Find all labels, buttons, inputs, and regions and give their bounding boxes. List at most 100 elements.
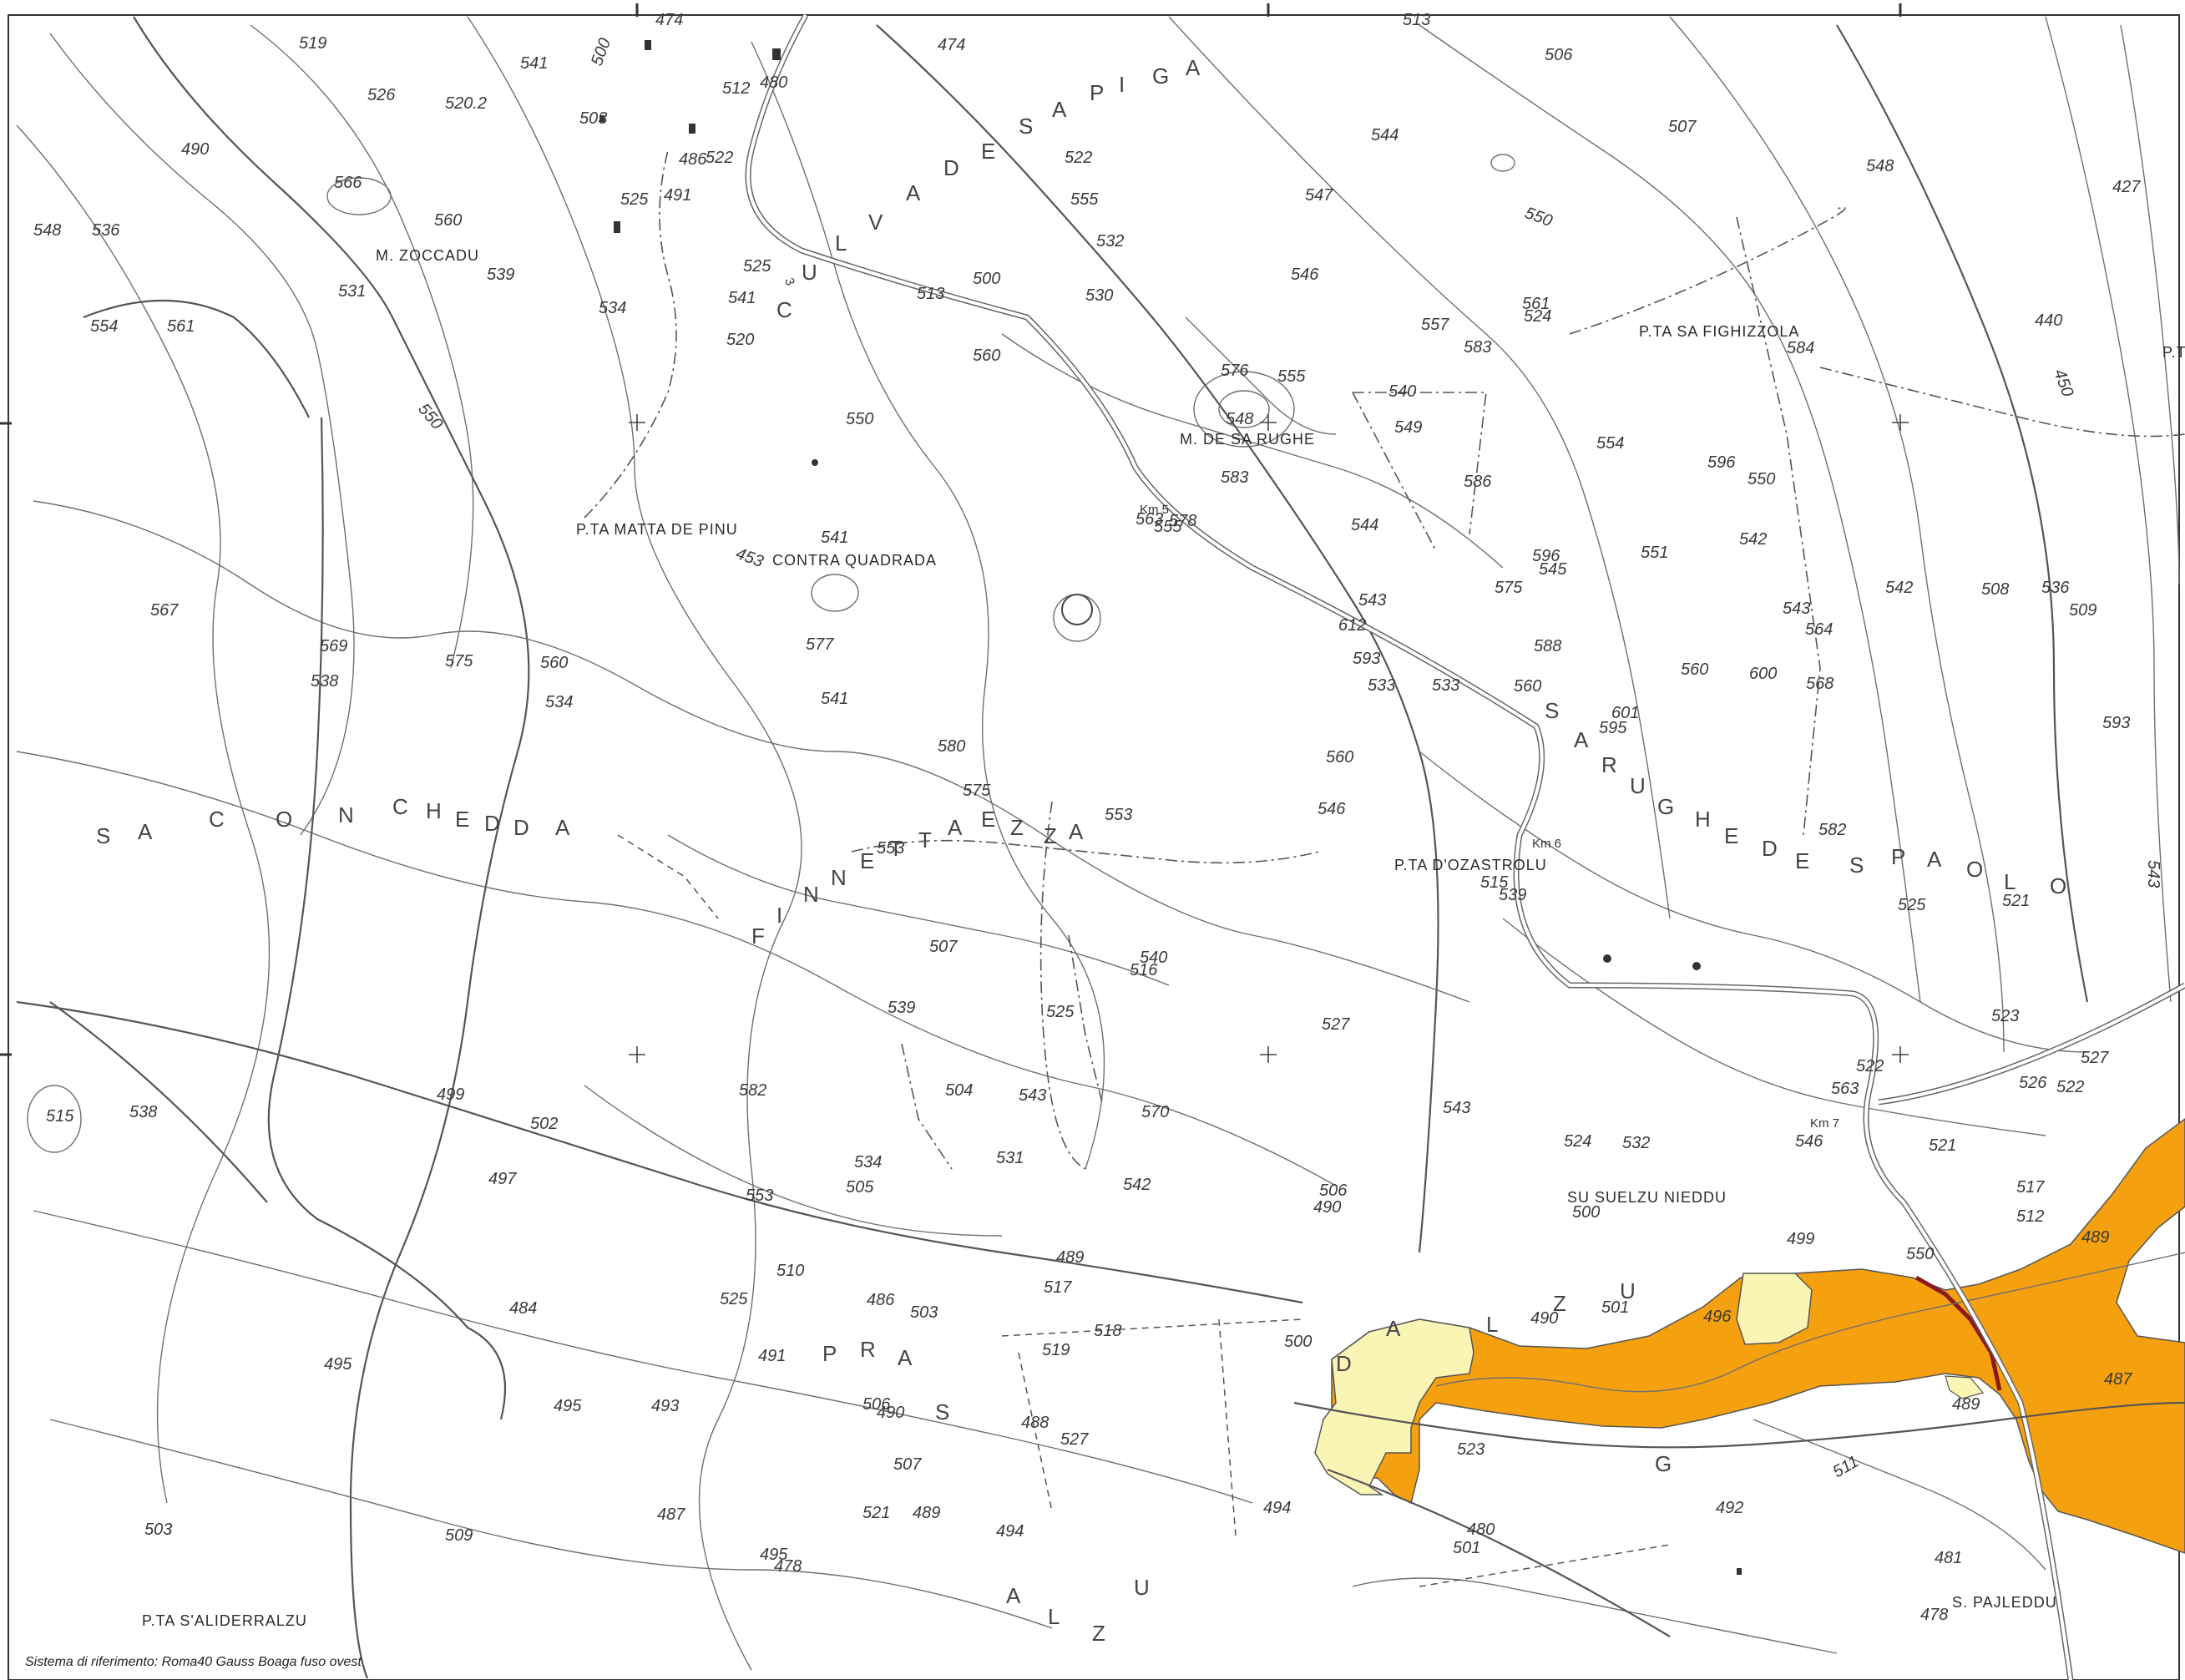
map-frame xyxy=(8,14,2180,1680)
region-name-letter: L xyxy=(1048,1604,1060,1629)
place-name: P.TA S'ALIDERRALZU xyxy=(142,1612,307,1629)
region-name-letter: H xyxy=(1695,807,1711,832)
elevation-label: 523 xyxy=(1991,1007,2019,1025)
elevation-label: 489 xyxy=(1056,1248,1084,1267)
elevation-label: 440 xyxy=(2035,311,2062,330)
region-name-letter: S xyxy=(935,1399,949,1424)
elevation-label: 522 xyxy=(2056,1078,2084,1096)
region-name-letter: A xyxy=(1052,97,1067,122)
region-name-letter: O xyxy=(1966,857,1983,882)
elevation-label: 494 xyxy=(1263,1499,1291,1517)
elevation-label: 521 xyxy=(2002,892,2030,910)
elevation-label: 507 xyxy=(893,1455,922,1474)
contour-lines xyxy=(16,16,2180,1679)
elevation-label: 542 xyxy=(1885,579,1913,597)
elevation-label: 501 xyxy=(1601,1298,1629,1317)
frame-ticks xyxy=(0,3,1902,1056)
buildings xyxy=(599,40,1742,1575)
region-name-letter: A xyxy=(898,1345,913,1370)
elevation-label: 519 xyxy=(299,34,326,53)
elevation-label: 539 xyxy=(888,999,915,1017)
elevation-label: 510 xyxy=(776,1262,804,1280)
elevation-label: 541 xyxy=(520,54,548,73)
elevation-label: 560 xyxy=(434,211,462,230)
elevation-label: 549 xyxy=(1394,418,1422,437)
elevation-label: 526 xyxy=(2019,1074,2047,1092)
elevation-label: 494 xyxy=(996,1522,1024,1541)
region-name-letter: R xyxy=(860,1337,876,1362)
elevation-label: 502 xyxy=(530,1115,558,1133)
region-name-letter: C xyxy=(209,807,225,832)
hazard-zone-low-east xyxy=(1736,1273,1813,1345)
region-name-letter: E xyxy=(455,807,469,832)
elevation-label: 546 xyxy=(1318,800,1346,818)
elevation-label: 543 xyxy=(1783,600,1810,618)
elevation-label: 497 xyxy=(488,1170,517,1188)
elevation-label: 527 xyxy=(1060,1430,1089,1449)
elevation-label: 566 xyxy=(334,174,362,192)
elevation-label: 495 xyxy=(760,1546,788,1564)
elevation-label: 490 xyxy=(1530,1309,1558,1328)
elevation-label: 600 xyxy=(1749,665,1777,683)
elevation-label: 543 xyxy=(1443,1099,1470,1117)
elevation-label: 487 xyxy=(2104,1370,2132,1389)
elevation-label: 506 xyxy=(862,1395,891,1414)
elevation-label: 593 xyxy=(1353,650,1380,668)
region-name-letter: P xyxy=(822,1341,837,1366)
elevation-label: 555 xyxy=(1070,190,1099,209)
elevation-label: 596 xyxy=(1532,547,1560,565)
elevation-label: 546 xyxy=(1291,266,1319,284)
region-name-letter: L xyxy=(1486,1312,1498,1337)
elevation-label: 527 xyxy=(1322,1015,1350,1034)
elevation-label: 503 xyxy=(579,109,607,128)
elevation-label: 531 xyxy=(338,282,366,301)
elevation-label: 504 xyxy=(945,1081,973,1100)
region-name-letter: A xyxy=(555,815,570,840)
region-name-letter: Z xyxy=(1044,823,1057,848)
elevation-label: 493 xyxy=(651,1397,679,1415)
elevation-label: 486 xyxy=(679,150,707,169)
elevation-label: 517 xyxy=(2016,1178,2045,1197)
elevation-label: 576 xyxy=(1221,362,1249,380)
elevation-label: 503 xyxy=(144,1521,172,1539)
elevation-label: 548 xyxy=(1226,410,1253,428)
elevation-label: 596 xyxy=(1707,453,1736,472)
elevation-label: 534 xyxy=(854,1153,882,1171)
elevation-label: 557 xyxy=(1421,316,1449,334)
elevation-label: 543 xyxy=(1358,591,1386,610)
region-name-letter: P xyxy=(1090,80,1104,105)
elevation-label: 522 xyxy=(1065,149,1092,167)
elevation-label: 543 xyxy=(1019,1086,1046,1105)
elevation-label: 523 xyxy=(1457,1440,1484,1459)
elevation-label: 583 xyxy=(1464,338,1491,357)
elevation-label: 511 xyxy=(1830,1452,1863,1481)
elevation-label: 539 xyxy=(487,266,514,284)
hazard-zones xyxy=(1314,1118,2185,1554)
grid-crosses xyxy=(629,414,1909,1063)
region-name-letter: G xyxy=(1655,1451,1672,1476)
elevation-label: 542 xyxy=(1123,1176,1151,1194)
elevation-label: 500 xyxy=(1284,1333,1312,1351)
region-name-letter: A xyxy=(948,815,963,840)
elevation-label: 518 xyxy=(1094,1322,1121,1340)
elevation-label: 548 xyxy=(33,221,61,240)
elevation-label: 500 xyxy=(973,270,1000,288)
region-name-letter: E xyxy=(981,139,995,164)
region-name-letter: Z xyxy=(1010,815,1024,840)
region-name-letter: L xyxy=(2004,869,2016,894)
elevation-label: 474 xyxy=(938,36,965,54)
elevation-label: 560 xyxy=(540,654,568,672)
reference-system-caption: Sistema di riferimento: Roma40 Gauss Boa… xyxy=(25,1655,362,1669)
elevation-label: 612 xyxy=(1338,616,1366,635)
elevation-label: 568 xyxy=(1806,675,1833,693)
elevation-label: 541 xyxy=(821,529,848,547)
elevation-label: 555 xyxy=(1154,518,1182,536)
elevation-label: 525 xyxy=(620,190,649,209)
elevation-label: 533 xyxy=(1432,676,1459,695)
elevation-label: 561 xyxy=(167,317,195,336)
elevation-label: 564 xyxy=(1805,620,1833,639)
elevation-label: 532 xyxy=(1622,1134,1650,1152)
elevation-label: 509 xyxy=(2069,601,2096,620)
region-name-letter: E xyxy=(1795,848,1809,873)
elevation-label: 520 xyxy=(726,331,754,349)
